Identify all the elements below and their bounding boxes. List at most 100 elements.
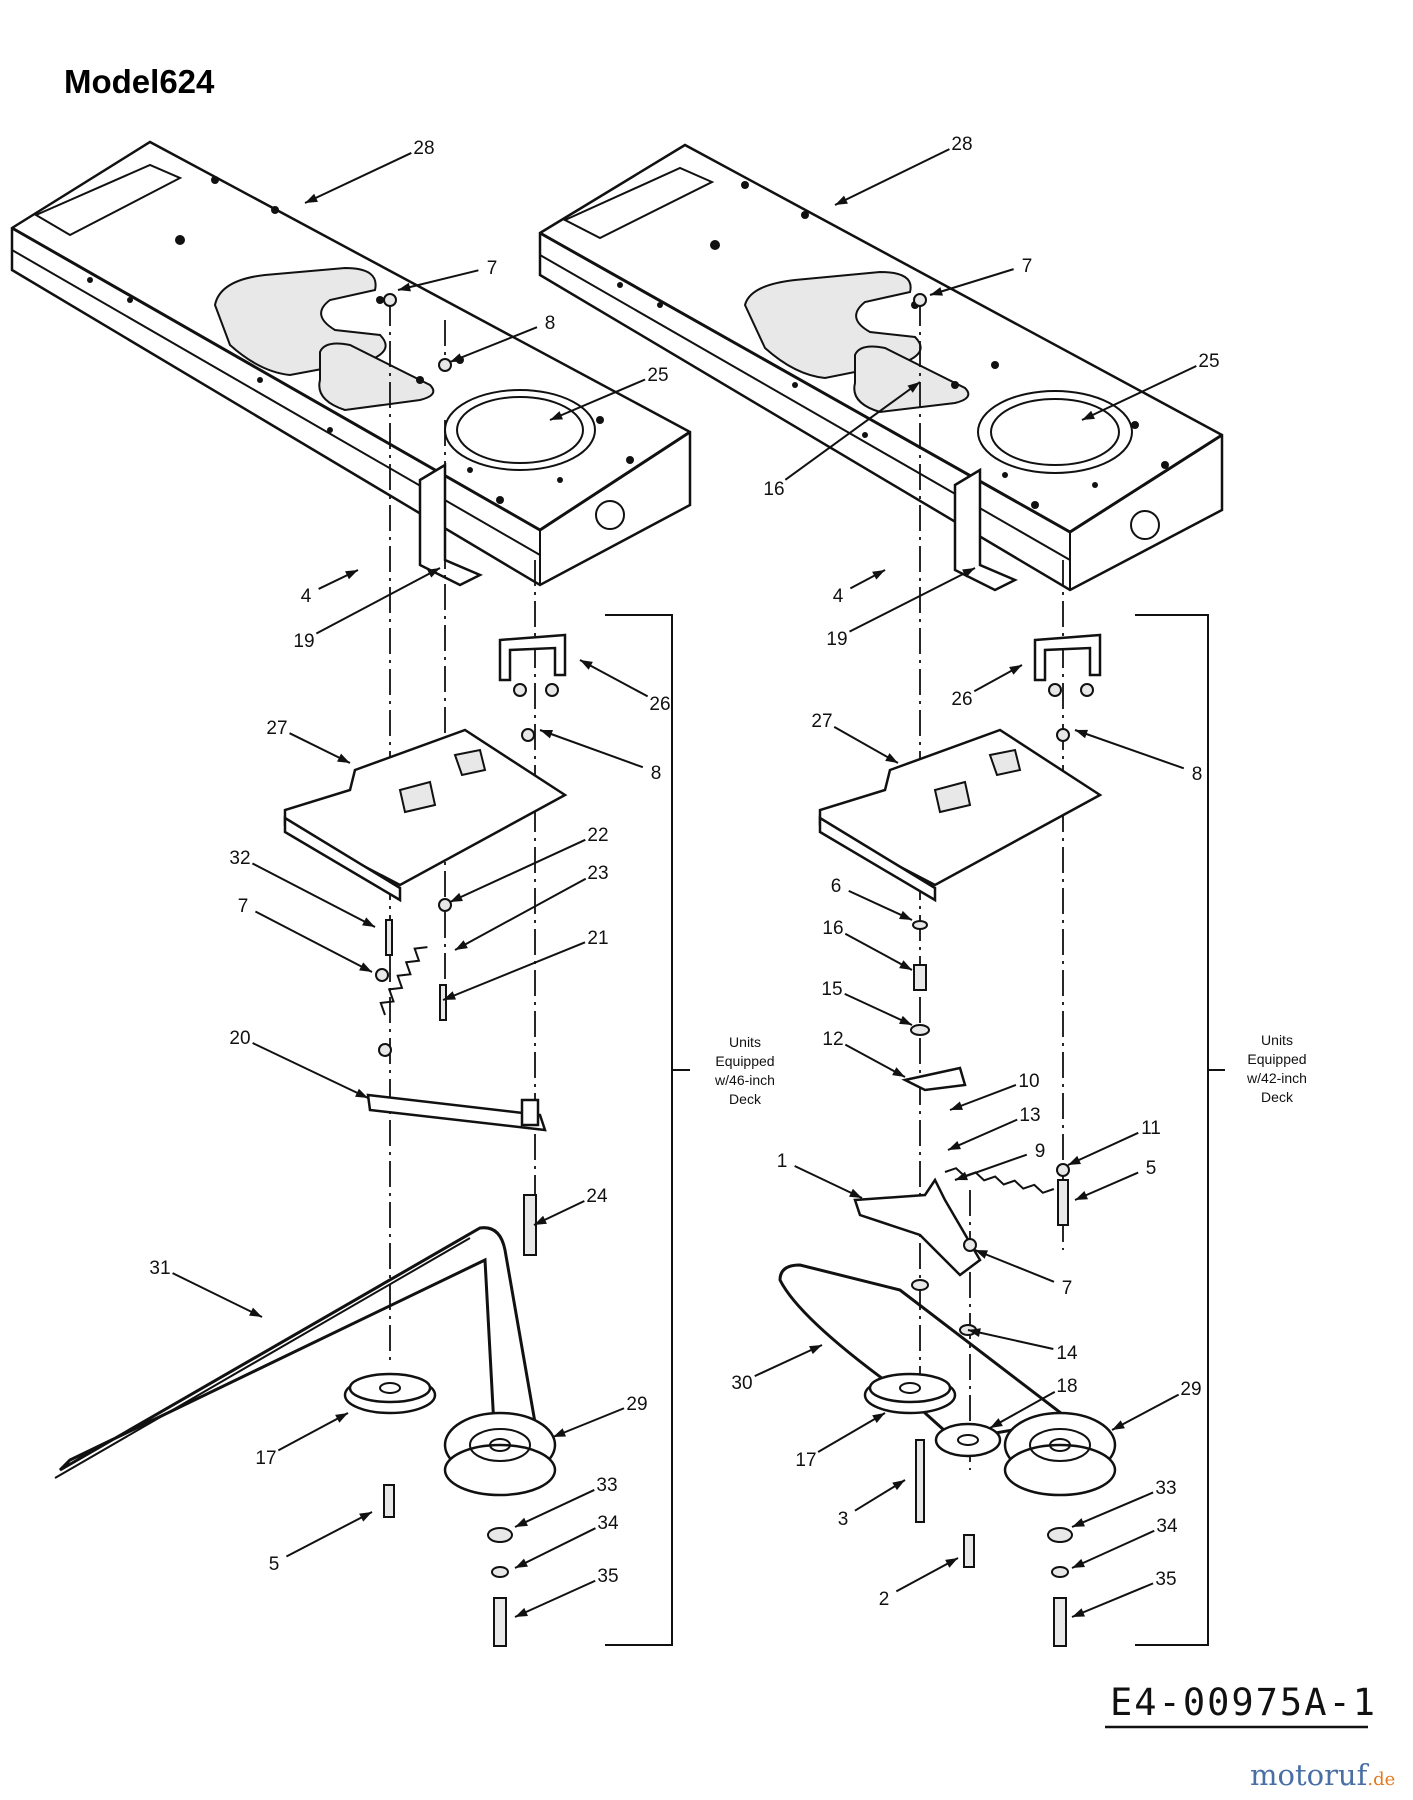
- callout-left-34: 34: [597, 1513, 619, 1534]
- leader-line-left-11: [251, 862, 376, 928]
- callout-right-4: 4: [833, 586, 844, 607]
- leader-arrow-left-9: [450, 892, 463, 902]
- leader-line-left-5: [315, 567, 441, 635]
- leader-line-right-25: [1071, 1491, 1154, 1528]
- callout-left-28: 28: [413, 138, 434, 159]
- callout-right-33: 33: [1155, 1478, 1176, 1499]
- leader-line-right-18: [794, 1165, 863, 1199]
- leader-arrow-left-14: [355, 1088, 368, 1098]
- leader-arrow-left-3: [550, 411, 563, 420]
- callout-left-7: 7: [238, 896, 249, 917]
- leader-arrow-right-11: [899, 1015, 912, 1025]
- callout-right-3: 3: [838, 1509, 849, 1530]
- leader-arrow-left-15: [534, 1215, 547, 1225]
- right-assembly: [538, 143, 1224, 1647]
- callout-right-26: 26: [951, 689, 972, 710]
- leader-arrow-right-12: [892, 1067, 905, 1077]
- note-left-line-3: w/46-inch: [714, 1072, 775, 1088]
- leader-line-right-8: [833, 726, 899, 764]
- leader-line-right-7: [1074, 729, 1185, 770]
- leader-line-left-10: [454, 877, 587, 951]
- callout-left-24: 24: [586, 1186, 608, 1207]
- leader-line-left-0: [304, 152, 412, 204]
- leader-arrow-right-16: [1068, 1155, 1081, 1165]
- note-right: Units Equipped w/42-inch Deck: [1208, 1032, 1307, 1105]
- leader-line-right-16: [1067, 1131, 1139, 1166]
- callout-right-1: 1: [777, 1151, 788, 1172]
- callout-right-16: 16: [763, 479, 784, 500]
- note-right-line-2: Equipped: [1247, 1051, 1306, 1067]
- leader-line-left-9: [449, 838, 586, 903]
- callout-right-17: 17: [795, 1450, 816, 1471]
- callout-left-21: 21: [587, 928, 608, 949]
- leader-arrow-right-3: [907, 382, 920, 393]
- leader-line-left-13: [442, 941, 586, 1001]
- callout-left-22: 22: [587, 825, 608, 846]
- callout-right-35: 35: [1155, 1569, 1176, 1590]
- leader-arrow-right-27: [892, 1480, 905, 1491]
- leader-line-right-21: [1111, 1393, 1180, 1431]
- leader-line-right-10: [844, 932, 913, 971]
- leader-line-left-21: [514, 1527, 596, 1569]
- leader-arrow-right-15: [955, 1171, 968, 1181]
- callout-right-16: 16: [822, 918, 843, 939]
- callout-left-17: 17: [255, 1448, 276, 1469]
- leader-arrow-left-10: [455, 940, 468, 950]
- leader-arrow-right-22: [809, 1345, 822, 1355]
- leader-arrow-right-4: [872, 570, 885, 580]
- leader-arrow-right-25: [1072, 1518, 1085, 1527]
- callout-left-32: 32: [229, 848, 250, 869]
- leader-arrow-left-22: [515, 1607, 528, 1617]
- leader-line-left-3: [549, 378, 646, 421]
- watermark-main: motoruf: [1250, 1758, 1370, 1792]
- leader-line-left-19: [514, 1489, 595, 1528]
- callout-left-8: 8: [651, 763, 662, 784]
- leader-arrow-left-17: [553, 1428, 566, 1437]
- callout-left-27: 27: [266, 718, 287, 739]
- callout-right-30: 30: [731, 1373, 752, 1394]
- callout-right-28: 28: [951, 134, 972, 155]
- callout-right-8: 8: [1192, 764, 1203, 785]
- leader-line-right-22: [754, 1344, 823, 1378]
- callout-right-11: 11: [1141, 1118, 1161, 1139]
- note-right-line-1: Units: [1261, 1032, 1293, 1048]
- callout-right-18: 18: [1056, 1376, 1077, 1397]
- callout-left-29: 29: [626, 1394, 647, 1415]
- leader-line-right-14: [947, 1118, 1018, 1151]
- callout-left-5: 5: [269, 1554, 280, 1575]
- leader-arrow-right-21: [1112, 1420, 1125, 1430]
- leader-line-right-0: [834, 148, 950, 206]
- leader-arrow-right-13: [950, 1101, 963, 1110]
- callout-left-4: 4: [301, 586, 312, 607]
- note-right-line-4: Deck: [1261, 1089, 1294, 1105]
- model-title: Model624: [64, 63, 215, 100]
- leader-line-left-1: [397, 269, 479, 291]
- callout-right-25: 25: [1198, 351, 1219, 372]
- leader-arrow-right-28: [945, 1558, 958, 1568]
- note-left: Units Equipped w/46-inch Deck: [672, 1034, 775, 1107]
- left-assembly: [10, 140, 692, 1647]
- leader-arrow-right-19: [975, 1250, 988, 1259]
- leader-arrow-left-18: [335, 1413, 348, 1423]
- leader-arrow-right-8: [885, 753, 898, 763]
- leader-line-left-17: [552, 1407, 625, 1438]
- watermark-suffix: .de: [1367, 1769, 1395, 1790]
- callout-right-13: 13: [1019, 1105, 1040, 1126]
- leader-arrow-right-18: [849, 1188, 862, 1198]
- leader-arrow-right-14: [948, 1141, 961, 1150]
- callout-right-14: 14: [1056, 1343, 1078, 1364]
- callout-layer: 2878254192682722233272120243129173353435…: [149, 134, 1220, 1618]
- leader-arrow-right-24: [872, 1413, 885, 1423]
- leader-arrow-right-1: [930, 287, 943, 296]
- callout-left-31: 31: [149, 1258, 170, 1279]
- callout-right-10: 10: [1018, 1071, 1039, 1092]
- callout-left-8: 8: [545, 313, 556, 334]
- callout-right-9: 9: [1035, 1141, 1046, 1162]
- leader-arrow-left-19: [515, 1517, 528, 1527]
- leader-line-right-1: [929, 268, 1014, 296]
- callout-left-26: 26: [649, 694, 670, 715]
- leader-line-right-11: [844, 992, 913, 1026]
- leader-arrow-right-0: [835, 195, 848, 205]
- frame-right: [538, 143, 1224, 592]
